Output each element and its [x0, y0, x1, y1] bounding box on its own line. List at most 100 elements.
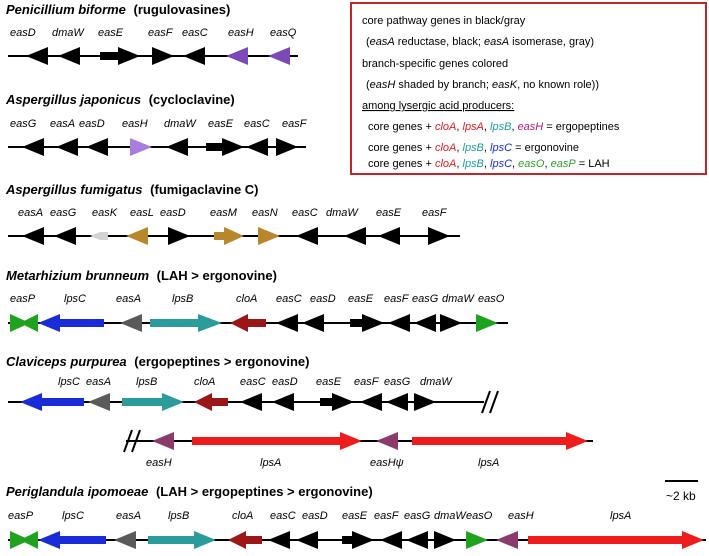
gene-arrow-easD: [168, 227, 190, 245]
gene-label: easP: [10, 293, 36, 305]
legend-line: core pathway genes in black/gray: [362, 15, 526, 27]
gene-arrow-lpsC: [38, 531, 106, 549]
gene-arrow-easG: [22, 138, 44, 156]
gene-arrow-easHpsi: [376, 432, 398, 450]
gene-arrow-dmaW: [166, 138, 188, 156]
gene-label: easD: [79, 118, 105, 130]
organism-title-claviceps: Claviceps purpurea (ergopeptines > ergon…: [6, 354, 309, 369]
gene-label: easC: [292, 207, 318, 219]
gene-label: easP: [8, 510, 34, 522]
gene-track-aspergillus-fumigatus: [22, 227, 450, 245]
compound-name: (cycloclavine): [149, 92, 235, 107]
gene-arrow-easN: [258, 227, 280, 245]
gene-arrow-dmaW: [440, 314, 462, 332]
gene-label: easC: [182, 27, 208, 39]
gene-arrow-easE: [100, 47, 140, 65]
contig-break-mark: [123, 429, 141, 453]
gene-arrow-easF: [276, 138, 298, 156]
species-name: Aspergillus fumigatus: [5, 182, 143, 197]
gene-label: easO: [478, 293, 505, 305]
gene-arrow-easC: [268, 531, 290, 549]
gene-label: dmaW: [434, 510, 467, 522]
gene-arrow-easP-right: [20, 531, 38, 549]
gene-labels-metarhizium: easP lpsC easA lpsB cloA easC easD easE …: [10, 293, 505, 305]
gene-label: dmaW: [164, 118, 197, 130]
gene-label: lpsA: [260, 457, 281, 469]
legend-rule-ergonovine: core genes + cloA, lpsB, lpsC = ergonovi…: [368, 142, 579, 154]
gene-arrow-lpsA: [412, 432, 588, 450]
gene-arrow-easC: [296, 227, 318, 245]
gene-label: easE: [316, 376, 342, 388]
gene-label: lpsA: [478, 457, 499, 469]
gene-arrow-easG: [414, 314, 436, 332]
gene-labels-penicillium: easD dmaW easE easF easC easH easQ: [10, 27, 297, 39]
gene-arrow-cloA: [194, 393, 228, 411]
gene-label: lpsB: [136, 376, 157, 388]
legend-box: core pathway genes in black/gray (easA r…: [350, 2, 707, 175]
gene-label: lpsC: [58, 376, 80, 388]
gene-arrow-easK: [90, 227, 108, 245]
gene-arrow-lpsB: [150, 314, 222, 332]
gene-arrow-easG: [406, 531, 428, 549]
gene-arrow-easQ: [268, 47, 290, 65]
legend-border: [350, 2, 707, 175]
gene-label: easH: [146, 457, 172, 469]
gene-label: easQ: [270, 27, 297, 39]
gene-arrow-dmaW: [434, 531, 456, 549]
gene-label: lpsB: [168, 510, 189, 522]
gene-label: dmaW: [442, 293, 475, 305]
gene-arrow-easP-right: [20, 314, 38, 332]
gene-label: cloA: [194, 376, 215, 388]
gene-arrow-lpsA: [528, 531, 704, 549]
gene-label: easA: [86, 376, 111, 388]
gene-arrow-easF: [360, 393, 382, 411]
gene-label: easD: [160, 207, 186, 219]
gene-label: easM: [210, 207, 238, 219]
gene-arrow-easG: [54, 227, 76, 245]
gene-arrow-easD: [296, 531, 318, 549]
gene-arrow-easE: [342, 531, 374, 549]
gene-label: easL: [130, 207, 154, 219]
gene-arrow-easD: [26, 47, 48, 65]
gene-arrow-easO: [466, 531, 488, 549]
gene-label: easG: [50, 207, 77, 219]
gene-label: easF: [282, 118, 308, 130]
gene-track-periglandula: [10, 531, 704, 549]
gene-arrow-easF: [388, 314, 410, 332]
gene-label: easD: [272, 376, 298, 388]
gene-label: dmaW: [420, 376, 453, 388]
organism-title-aspergillus-fumigatus: Aspergillus fumigatus (fumigaclavine C): [5, 182, 259, 197]
gene-arrow-lpsB: [122, 393, 184, 411]
gene-label: cloA: [232, 510, 253, 522]
gene-arrow-easA: [88, 393, 110, 411]
gene-track-penicillium: [26, 47, 290, 65]
gene-arrow-cloA: [228, 531, 262, 549]
organism-title-periglandula: Periglandula ipomoeae (LAH > ergopeptine…: [6, 484, 373, 499]
scale-bar: ~2 kb: [665, 480, 698, 503]
gene-track-metarhizium: [10, 314, 498, 332]
gene-label: easF: [148, 27, 174, 39]
gene-label: easA: [18, 207, 43, 219]
species-name: Claviceps purpurea: [6, 354, 127, 369]
gene-label: easHψ: [370, 457, 404, 469]
gene-arrow-easH: [496, 531, 518, 549]
gene-label: easD: [10, 27, 36, 39]
organism-title-penicillium: Penicillium biforme (rugulovasines): [6, 2, 230, 17]
gene-label: easG: [404, 510, 431, 522]
compound-name: (LAH > ergonovine): [157, 268, 277, 283]
gene-labels-aspergillus-japonicus: easG easA easD easH dmaW easE easC easF: [10, 118, 308, 130]
gene-arrow-easF: [152, 47, 174, 65]
gene-label: easE: [208, 118, 234, 130]
gene-label: lpsC: [64, 293, 86, 305]
species-name: Metarhizium brunneum: [6, 268, 149, 283]
legend-line: (easH shaded by branch; easK, no known r…: [366, 79, 599, 91]
legend-rule-ergopeptines: core genes + cloA, lpsA, lpsB, easH = er…: [368, 121, 620, 133]
gene-arrow-lpsA: [192, 432, 362, 450]
gene-label: easA: [50, 118, 75, 130]
gene-arrow-easH: [130, 138, 152, 156]
gene-label: easF: [384, 293, 410, 305]
gene-arrow-dmaW: [58, 47, 80, 65]
gene-label: easE: [98, 27, 124, 39]
gene-labels-aspergillus-fumigatus: easA easG easK easL easD easM easN easC …: [18, 207, 448, 219]
